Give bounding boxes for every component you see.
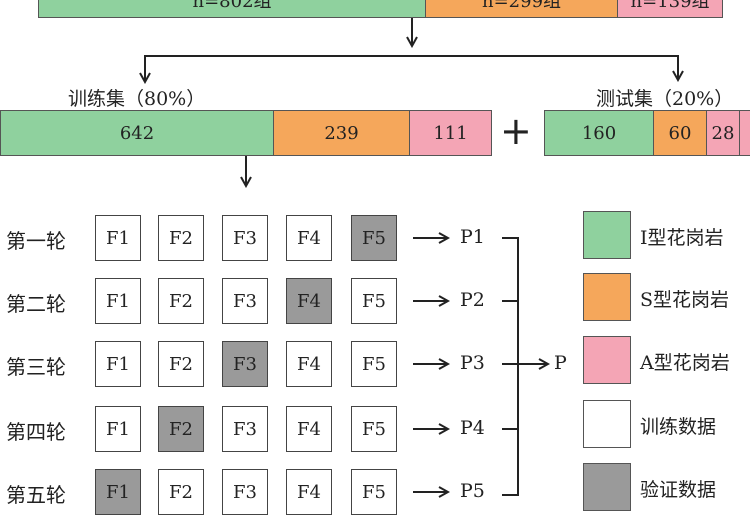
- legend-label: S型花岗岩: [640, 289, 730, 311]
- fold-box-train: F3: [222, 215, 268, 261]
- legend-label: I型花岗岩: [640, 227, 724, 249]
- round-result: P5: [460, 480, 485, 502]
- legend-label: 验证数据: [640, 479, 717, 501]
- plus-sign: +: [500, 109, 532, 153]
- connector-lines: [0, 18, 750, 500]
- legend-swatch: [583, 336, 631, 384]
- legend-swatch: [583, 400, 631, 448]
- fold-box-train: F5: [351, 406, 397, 452]
- train-segment-s-type: 239: [273, 110, 410, 156]
- fold-box-train: F3: [222, 406, 268, 452]
- round-label: 第二轮: [6, 292, 66, 316]
- legend-label: A型花岗岩: [640, 352, 730, 374]
- fold-box-validation: F1: [95, 469, 141, 515]
- fold-box-validation: F5: [351, 215, 397, 261]
- round-result: P1: [460, 226, 485, 248]
- fold-box-train: F2: [158, 341, 204, 387]
- test-segment-i-type: 160: [544, 110, 654, 156]
- test-segment-s-type: 60: [653, 110, 707, 156]
- round-label: 第四轮: [6, 420, 66, 444]
- top-bar-segment-i-type: n=802组: [38, 0, 426, 18]
- fold-box-train: F3: [222, 469, 268, 515]
- fold-box-train: F1: [95, 341, 141, 387]
- round-label: 第五轮: [6, 483, 66, 507]
- fold-box-train: F1: [95, 278, 141, 324]
- legend-label: 训练数据: [640, 416, 717, 438]
- legend-swatch: [583, 463, 631, 511]
- round-result: P3: [460, 352, 485, 374]
- test-set-label: 测试集（20%）: [596, 88, 734, 110]
- train-set-label: 训练集（80%）: [68, 88, 206, 110]
- fold-box-validation: F4: [286, 278, 332, 324]
- round-label: 第一轮: [6, 229, 66, 253]
- fold-box-train: F4: [286, 341, 332, 387]
- round-result: P2: [460, 289, 485, 311]
- fold-box-train: F2: [158, 278, 204, 324]
- top-bar-segment-a-type: n=139组: [617, 0, 723, 18]
- fold-box-train: F4: [286, 215, 332, 261]
- fold-box-train: F5: [351, 278, 397, 324]
- top-bar-segment-s-type: n=299组: [425, 0, 618, 18]
- fold-box-train: F3: [222, 278, 268, 324]
- test-segment-a-type: 28: [706, 110, 740, 156]
- round-result: P4: [460, 417, 485, 439]
- results-bracket: [502, 237, 519, 496]
- fold-box-train: F4: [286, 406, 332, 452]
- fold-box-train: F1: [95, 215, 141, 261]
- train-segment-i-type: 642: [0, 110, 274, 156]
- split-bracket: [144, 55, 679, 82]
- fold-box-train: F4: [286, 469, 332, 515]
- legend-swatch: [583, 273, 631, 321]
- round-label: 第三轮: [6, 355, 66, 379]
- fold-box-validation: F3: [222, 341, 268, 387]
- fold-box-train: F1: [95, 406, 141, 452]
- fold-box-train: F5: [351, 341, 397, 387]
- test-segment-overflow: [739, 110, 750, 156]
- final-result: P: [554, 352, 567, 374]
- legend-swatch: [583, 211, 631, 259]
- fold-box-validation: F2: [158, 406, 204, 452]
- fold-box-train: F5: [351, 469, 397, 515]
- fold-box-train: F2: [158, 215, 204, 261]
- train-segment-a-type: 111: [409, 110, 492, 156]
- fold-box-train: F2: [158, 469, 204, 515]
